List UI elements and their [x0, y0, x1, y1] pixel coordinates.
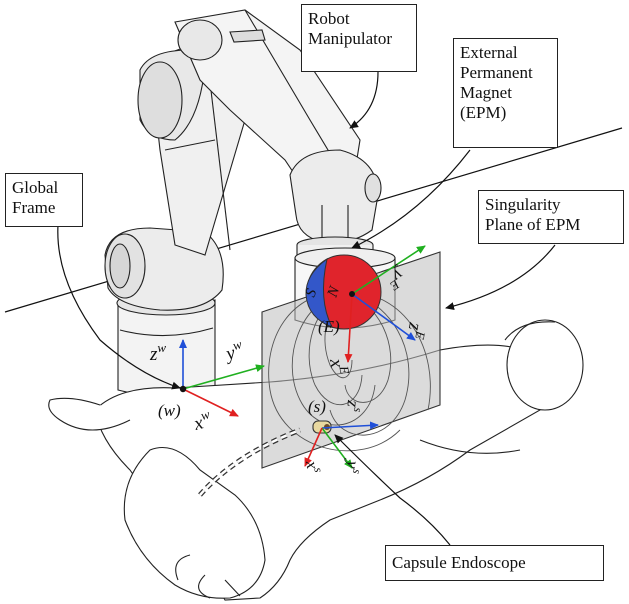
robot-callout-line-2: Manipulator — [308, 29, 410, 49]
world-y-label: yw — [221, 336, 246, 365]
global-callout-line-1: Global — [12, 178, 76, 198]
epm-callout-line-2: Permanent — [460, 63, 551, 83]
world-origin-label: (w) — [158, 401, 181, 420]
epm-origin-label: (E) — [318, 317, 340, 336]
epm-callout-line-3: Magnet — [460, 83, 551, 103]
epm-callout-line-1: External — [460, 43, 551, 63]
robot-callout-line-1: Robot — [308, 9, 410, 29]
robot-manipulator-callout: Robot Manipulator — [301, 4, 417, 72]
singularity-callout-line-2: Plane of EPM — [485, 215, 617, 235]
global-frame-callout: Global Frame — [5, 173, 83, 227]
global-callout-line-2: Frame — [12, 198, 76, 218]
epm-callout: External Permanent Magnet (EPM) — [453, 38, 558, 148]
capsule-endoscope-callout: Capsule Endoscope — [385, 545, 604, 581]
capsule-origin-label: (s) — [308, 397, 326, 416]
singularity-callout-line-1: Singularity — [485, 195, 617, 215]
epm-callout-line-4: (EPM) — [460, 103, 551, 123]
singularity-plane-callout: Singularity Plane of EPM — [478, 190, 624, 244]
capsule-callout-line-1: Capsule Endoscope — [392, 553, 597, 573]
